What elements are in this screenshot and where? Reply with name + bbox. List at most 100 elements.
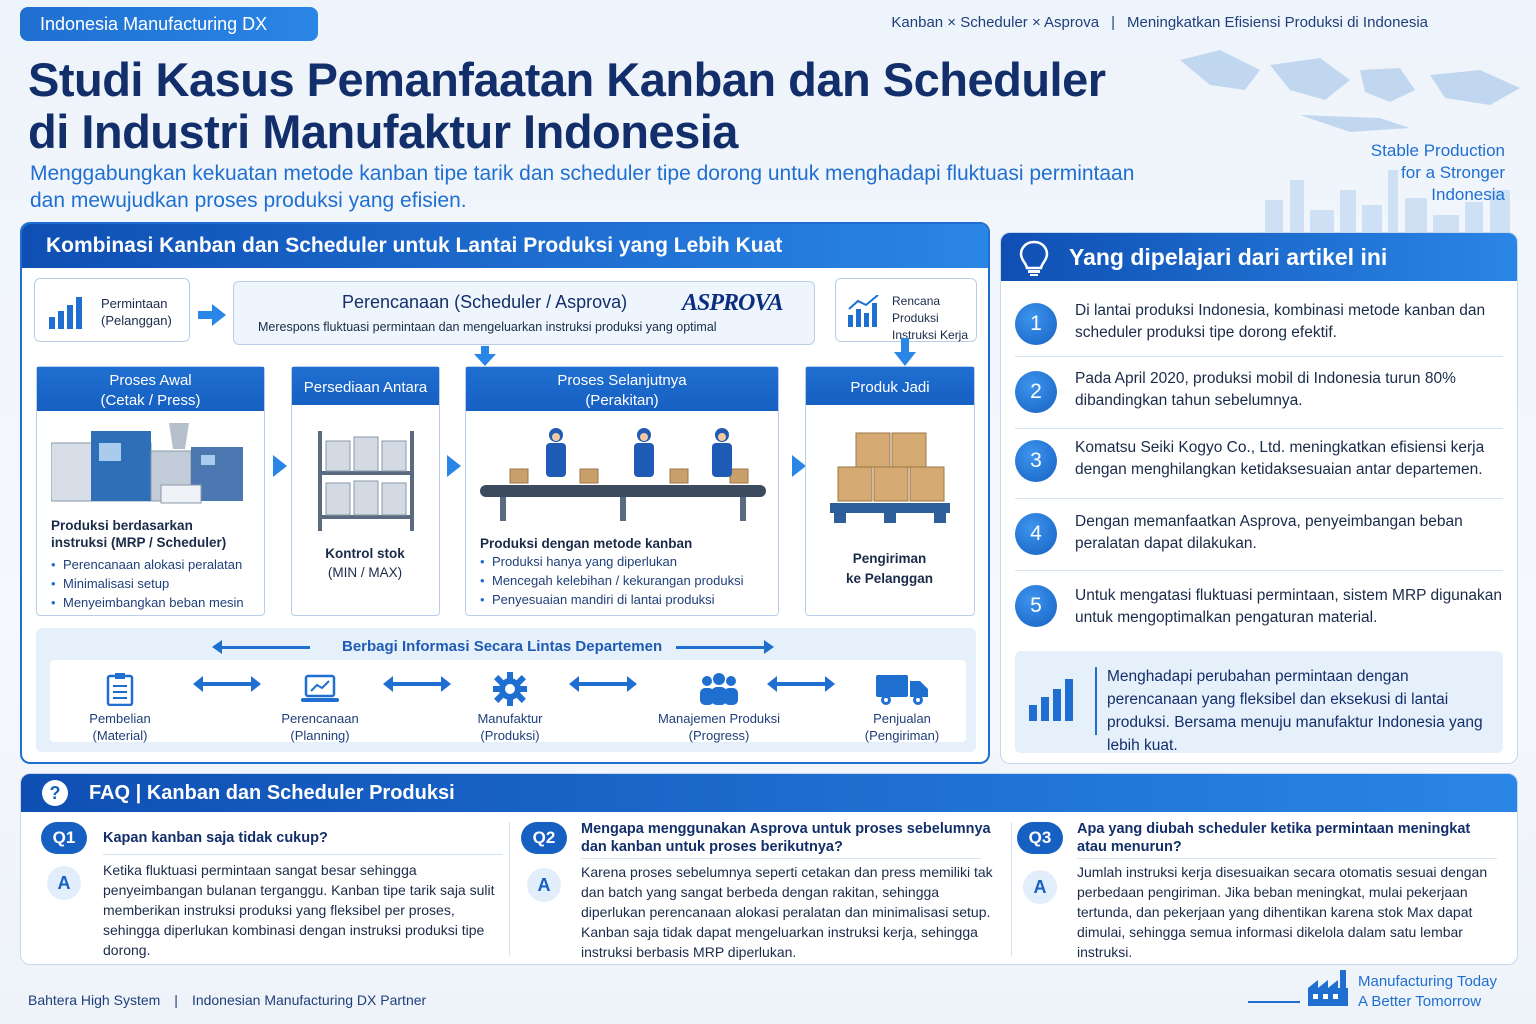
boxes-pallet-illustration (830, 432, 950, 523)
gear-icon (493, 672, 527, 706)
cross-department-sharing: Berbagi Informasi Secara Lintas Departem… (36, 628, 976, 752)
learning-item: 2 Pada April 2020, produksi mobil di Ind… (1015, 357, 1503, 429)
bullet-item: Menyeimbangkan beban mesin (51, 593, 256, 612)
svg-text:?: ? (50, 783, 61, 803)
stage-finished-product: Produk Jadi Pengiriman ke Pelanggan (805, 366, 975, 616)
footer-tagline-2: A Better Tomorrow (1358, 993, 1482, 1010)
stage-header-line-2: (Cetak / Press) (100, 391, 201, 409)
faq-divider (103, 854, 503, 855)
dept-name: Manufaktur (477, 711, 543, 726)
faq-heading: ? FAQ | Kanban dan Scheduler Produksi (21, 774, 1517, 812)
dept-sub: (Progress) (688, 728, 750, 743)
press-machine-illustration (51, 423, 243, 504)
dept-name: Pembelian (89, 711, 151, 726)
arrow-head (764, 640, 774, 654)
answer-badge: A (1023, 870, 1057, 904)
stage-bold-line-2: ke Pelanggan (845, 571, 934, 586)
item-number: 1 (1015, 303, 1057, 345)
item-number: 5 (1015, 585, 1057, 627)
question-text[interactable]: Kapan kanban saja tidak cukup? (103, 830, 328, 846)
stage-header: Produk Jadi (806, 367, 974, 405)
answer-text: Ketika fluktuasi permintaan sangat besar… (103, 862, 495, 958)
dept-purchasing[interactable]: Pembelian (Material) (50, 668, 190, 744)
page-subtitle: Menggabungkan kekuatan metode kanban tip… (30, 160, 1230, 214)
question-text[interactable]: Mengapa menggunakan Asprova untuk proses… (581, 821, 991, 855)
demand-line-2: (Pelanggan) (101, 313, 172, 328)
storage-shelf-illustration (318, 431, 414, 531)
bullet-item: Produksi hanya yang diperlukan (480, 552, 772, 571)
item-text: Komatsu Seiki Kogyo Co., Ltd. meningkatk… (1075, 439, 1485, 478)
tagline-line-1: Stable Production (1370, 141, 1505, 160)
demand-label: Permintaan(Pelanggan) (101, 295, 172, 329)
bar-chart-icon (49, 297, 82, 329)
dept-planning[interactable]: Perencanaan(Planning) (250, 668, 390, 744)
faq-section: ? FAQ | Kanban dan Scheduler Produksi Q1… (20, 773, 1518, 965)
double-arrow-icon (383, 676, 451, 692)
double-arrow-icon (193, 676, 261, 692)
question-badge: Q2 (521, 822, 567, 854)
item-text: Dengan memanfaatkan Asprova, penyeimbang… (1075, 513, 1463, 552)
stage-header-line-1: Proses Selanjutnya (557, 371, 687, 389)
planning-title: Perencanaan (Scheduler / Asprova) (342, 292, 628, 312)
arrow-head (212, 640, 222, 654)
stage-intermediate-stock: Persediaan Antara Kontrol stok (MIN / MA… (291, 366, 440, 616)
dept-name: Manajemen Produksi (657, 711, 781, 726)
top-link-efficiency[interactable]: Meningkatkan Efisiensi Produksi di Indon… (1126, 14, 1428, 31)
laptop-chart-icon (301, 674, 339, 702)
stage-bullets: Perencanaan alokasi peralatan Minimalisa… (51, 555, 256, 612)
title-line-2: di Industri Manufaktur Indonesia (28, 105, 738, 158)
question-text[interactable]: Apa yang diubah scheduler ketika permint… (1077, 821, 1471, 855)
footer: Bahtera High System|Indonesian Manufactu… (28, 992, 426, 1008)
right-arrow-icon (676, 646, 766, 649)
footer-separator: | (174, 992, 178, 1008)
tagline-line-2: for a Stronger (1401, 163, 1505, 182)
dept-production-management[interactable]: Manajemen Produksi (Progress) (634, 668, 804, 744)
dept-name: Perencanaan (281, 711, 359, 726)
footer-partner: Indonesian Manufacturing DX Partner (191, 992, 427, 1008)
stage-body: Kontrol stok (MIN / MAX) (292, 545, 438, 580)
stock-minmax-text: (MIN / MAX) (327, 565, 403, 580)
stage-body: Produksi dengan metode kanban Produksi h… (480, 535, 772, 609)
tagline-line-3: Indonesia (1431, 185, 1505, 204)
dept-sub: (Material) (92, 728, 148, 743)
column-divider (1011, 822, 1012, 956)
double-arrow-icon (767, 676, 835, 692)
item-number: 2 (1015, 371, 1057, 413)
stage-initial-process: Proses Awal (Cetak / Press) Produksi berd… (36, 366, 265, 616)
item-number: 3 (1015, 440, 1057, 482)
answer-badge: A (47, 866, 81, 900)
bullet-item: Perencanaan alokasi peralatan (51, 555, 256, 574)
bar-chart-icon (1029, 679, 1073, 721)
truck-icon (876, 675, 928, 705)
factory-icon (1308, 970, 1348, 1006)
question-circle-icon: ? (42, 780, 68, 806)
stage-bold-line-1: Pengiriman (852, 551, 927, 566)
item-number: 4 (1015, 513, 1057, 555)
stage-bold-line-1: Produksi dengan metode kanban (480, 536, 693, 551)
quote-divider (1095, 667, 1097, 735)
learnings-heading: Yang dipelajari dari artikel ini (1001, 233, 1517, 281)
dept-sales[interactable]: Penjualan(Pengiriman) (832, 668, 972, 744)
lightbulb-icon (1019, 240, 1049, 276)
dept-manufacturing[interactable]: Manufaktur(Produksi) (440, 668, 580, 744)
down-arrow-icon (474, 346, 496, 366)
stage-header-line-1: Proses Awal (109, 371, 192, 389)
page-title: Studi Kasus Pemanfaatan Kanban dan Sched… (28, 54, 1168, 158)
left-arrow-icon (220, 646, 310, 649)
growth-chart-icon (848, 295, 879, 327)
stage-body: Pengiriman ke Pelanggan (806, 549, 973, 589)
subtitle-line-2: dan mewujudkan proses produksi yang efis… (30, 189, 467, 212)
bullet-item: Penyesuaian mandiri di lantai produksi (480, 590, 772, 609)
top-link-topics[interactable]: Kanban × Scheduler × Asprova (891, 14, 1100, 31)
kanban-scheduler-flow-panel: Kombinasi Kanban dan Scheduler untuk Lan… (20, 222, 990, 764)
department-row: Pembelian (Material) Perencanaan(Planning… (50, 660, 966, 744)
category-badge: Indonesia Manufacturing DX (20, 7, 318, 41)
footer-line (1248, 1001, 1300, 1003)
assembly-line-illustration (480, 428, 766, 521)
planning-scheduler-box: Perencanaan (Scheduler / Asprova) ASPROV… (233, 281, 815, 345)
stage-header: Proses Awal (Cetak / Press) (37, 367, 264, 411)
item-text: Pada April 2020, produksi mobil di Indon… (1075, 370, 1456, 409)
